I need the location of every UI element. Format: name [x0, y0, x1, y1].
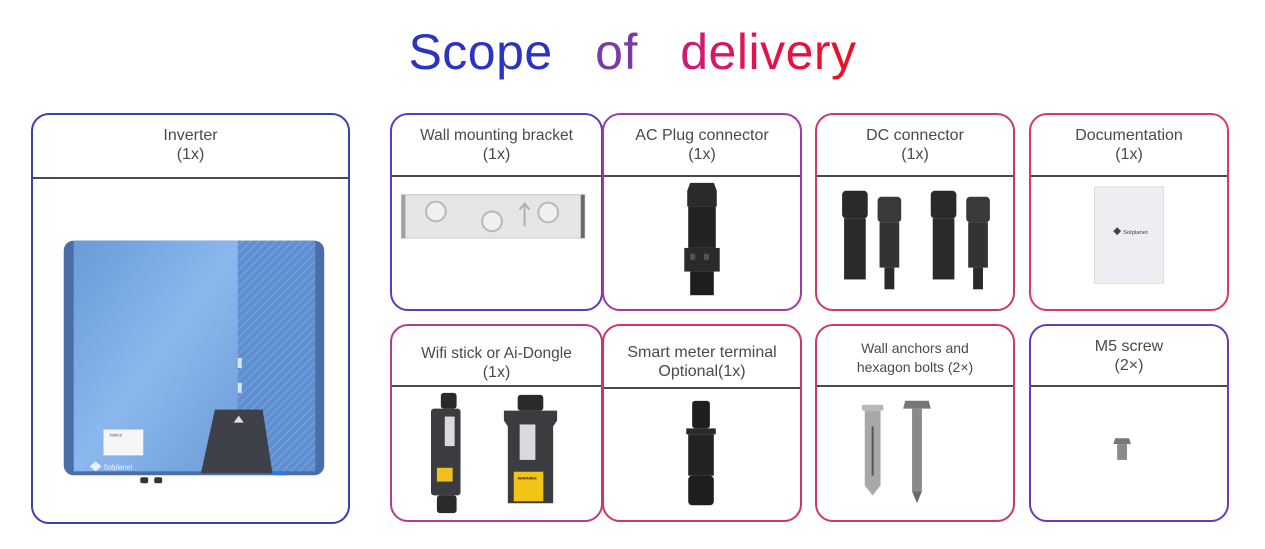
m5-screw-image [1031, 387, 1227, 520]
wall-bracket-image [392, 177, 601, 309]
item-name: Wifi stick or Ai-Dongle [421, 345, 572, 362]
item-qty: (1x) [482, 146, 511, 163]
item-header: Inverter (1x) [33, 115, 348, 179]
dc-connector-image [817, 177, 1013, 309]
item-name: Smart meter terminal [627, 344, 777, 361]
item-header: Wall anchors and hexagon bolts (2×) [817, 326, 1013, 387]
page-title: Scope of delivery [0, 22, 1265, 82]
brand-text: Solplanet [1123, 230, 1148, 236]
ac-plug-illustration [684, 182, 720, 296]
item-name: AC Plug connector [635, 127, 769, 144]
title-word-of: of [595, 24, 638, 80]
documentation-image: Solplanet [1031, 177, 1227, 309]
item-qty: (1x) [176, 146, 205, 163]
item-qty: hexagon bolts (2×) [856, 359, 974, 375]
item-card-wifi-dongle: Wifi stick or Ai-Dongle (1x) WARNING [390, 324, 603, 522]
meter-terminal-illustration [686, 400, 716, 506]
item-card-ac-plug: AC Plug connector (1x) [602, 113, 802, 311]
anchors-bolts-image [817, 387, 1013, 520]
m5-screw-illustration [1113, 438, 1131, 460]
item-name: DC connector [866, 127, 964, 144]
documentation-illustration: Solplanet [1094, 186, 1164, 284]
item-name: M5 screw [1094, 338, 1164, 355]
notice-label [103, 429, 144, 456]
item-header: AC Plug connector (1x) [604, 115, 800, 177]
item-card-dc-connector: DC connector (1x) [815, 113, 1015, 311]
wifi-dongle-illustration: WARNING [430, 392, 558, 514]
inverter-image: Notice Solplanet [33, 179, 348, 522]
notice-text: Notice [109, 432, 122, 437]
item-card-wall-anchors: Wall anchors and hexagon bolts (2×) [815, 324, 1015, 522]
item-qty: (1x) [1115, 146, 1143, 163]
item-card-smart-meter-terminal: Smart meter terminal Optional(1x) [602, 324, 802, 522]
item-qty: Optional(1x) [658, 363, 746, 380]
ac-plug-image [604, 177, 800, 309]
brand-logo-icon [1113, 227, 1122, 236]
item-qty: (1x) [688, 146, 716, 163]
item-qty: (2×) [1114, 357, 1144, 374]
item-name: Wall mounting bracket [420, 127, 573, 144]
brand-logo-icon [89, 461, 102, 472]
anchors-bolts-illustration [861, 400, 931, 504]
item-name: Inverter [163, 127, 218, 144]
item-qty: (1x) [482, 364, 511, 381]
title-word-scope: Scope [408, 24, 553, 80]
item-qty: (1x) [901, 146, 929, 163]
item-card-inverter: Inverter (1x) Noti [31, 113, 350, 524]
warning-text: WARNING [518, 476, 537, 481]
item-header: Wall mounting bracket (1x) [392, 115, 601, 177]
meter-terminal-image [604, 389, 800, 520]
item-header: M5 screw (2×) [1031, 326, 1227, 387]
item-name: Wall anchors and [861, 340, 969, 356]
item-name: Documentation [1075, 127, 1183, 144]
dc-connectors-illustration [842, 190, 990, 290]
title-word-delivery: delivery [680, 24, 857, 80]
inverter-illustration: Notice Solplanet [63, 240, 325, 484]
item-card-m5-screw: M5 screw (2×) [1029, 324, 1229, 522]
item-card-wall-bracket: Wall mounting bracket (1x) [390, 113, 603, 311]
item-header: Documentation (1x) [1031, 115, 1227, 177]
wifi-dongle-image: WARNING [392, 387, 601, 520]
item-header: Wifi stick or Ai-Dongle (1x) [392, 326, 601, 387]
item-header: DC connector (1x) [817, 115, 1013, 177]
brand-text: Solplanet [104, 464, 133, 471]
wall-bracket-illustration [400, 194, 586, 239]
item-card-documentation: Documentation (1x) Solplanet [1029, 113, 1229, 311]
item-header: Smart meter terminal Optional(1x) [604, 326, 800, 389]
